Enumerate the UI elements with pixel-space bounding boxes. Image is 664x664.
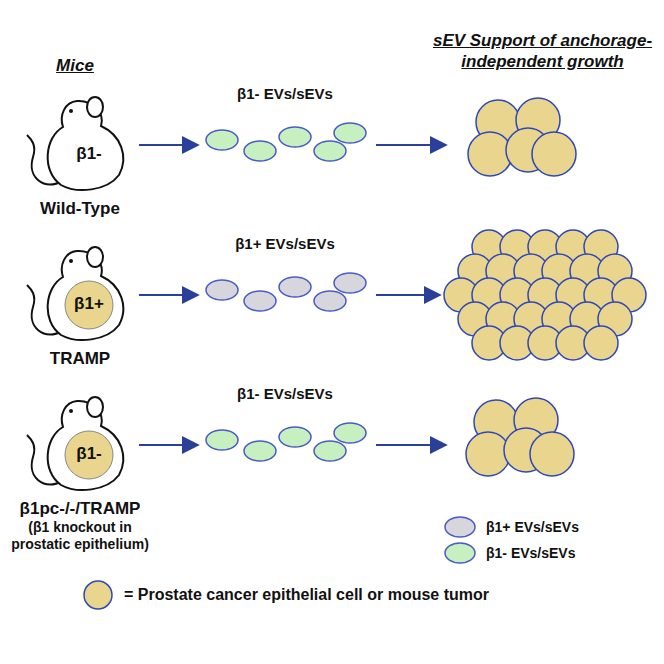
flow-arrow [376, 444, 446, 446]
legend-text: β1- EVs/sEVs [486, 545, 575, 561]
vesicle-group: β1+ EVs/sEVs [200, 235, 370, 320]
mouse-figure: β1+TRAMP [25, 245, 135, 345]
vesicle-group: β1- EVs/sEVs [200, 85, 370, 170]
mouse-label: TRAMP [5, 349, 155, 369]
cell-clusters [444, 98, 646, 476]
vesicle-label: β1- EVs/sEVs [200, 85, 370, 102]
vesicle-label: β1- EVs/sEVs [200, 385, 370, 402]
flow-arrow [139, 294, 198, 296]
legend-swatch [78, 580, 118, 610]
mouse-figure: β1-Wild-Type [25, 95, 135, 195]
vesicle-label: β1+ EVs/sEVs [200, 235, 370, 252]
legend-text: = Prostate cancer epithelial cell or mou… [124, 586, 594, 604]
flow-arrow [139, 144, 198, 146]
legend-text: β1+ EVs/sEVs [486, 519, 579, 535]
body-label: β1- [63, 144, 115, 164]
flow-arrow [376, 294, 440, 296]
legend-swatch [440, 538, 480, 568]
body-label: β1- [63, 444, 115, 464]
mouse-label: (β1 knockout in prostatic epithelium) [5, 519, 155, 553]
section-heading: Mice [30, 55, 120, 76]
flow-arrow [139, 444, 198, 446]
section-heading: sEV Support of anchorage-independent gro… [430, 30, 655, 73]
mouse-figure: β1-β1pc-/-/TRAMP(β1 knockout in prostati… [25, 395, 135, 495]
legend-swatch [440, 512, 480, 542]
flow-arrow [376, 144, 446, 146]
body-label: β1+ [63, 294, 115, 314]
mouse-label: β1pc-/-/TRAMP [5, 499, 155, 519]
mouse-label: Wild-Type [5, 199, 155, 219]
vesicle-group: β1- EVs/sEVs [200, 385, 370, 470]
